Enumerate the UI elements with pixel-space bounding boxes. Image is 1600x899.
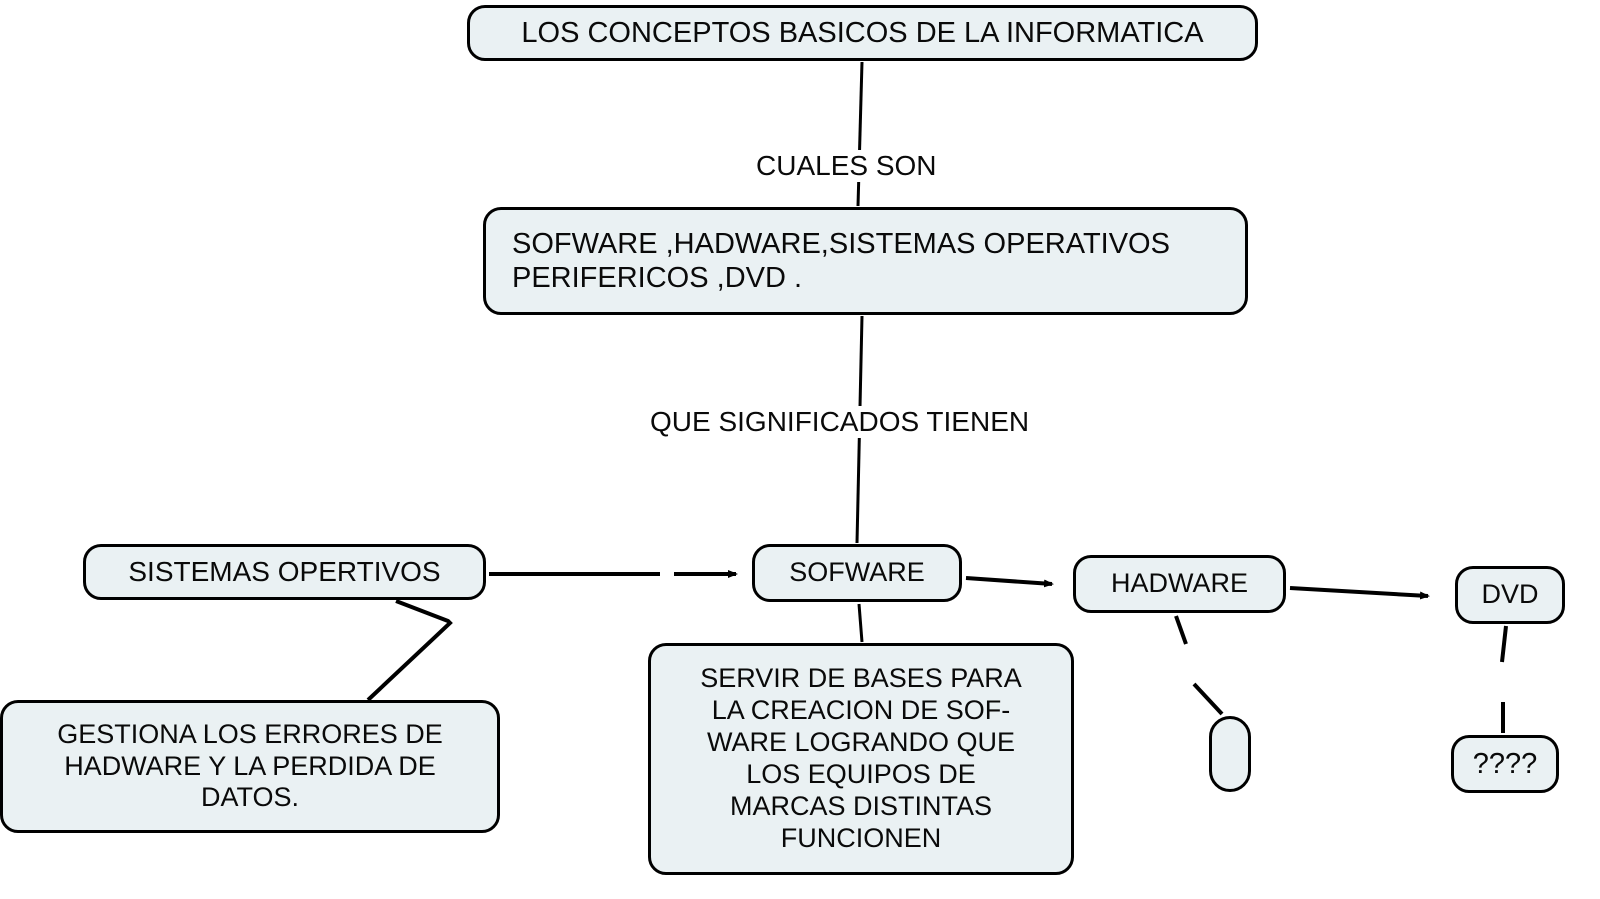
node-sofware[interactable]: SOFWARE bbox=[752, 544, 962, 602]
node-sistemas-opertivos-label: SISTEMAS OPERTIVOS bbox=[128, 556, 441, 588]
node-hadware-label: HADWARE bbox=[1110, 568, 1248, 599]
node-sistemas-opertivos[interactable]: SISTEMAS OPERTIVOS bbox=[83, 544, 486, 600]
edge-label-cuales-son: CUALES SON bbox=[752, 150, 941, 182]
edge-label-que-significados-tienen: QUE SIGNIFICADOS TIENEN bbox=[646, 406, 1034, 438]
edge-root-to-list bbox=[856, 61, 864, 207]
node-root-concept[interactable]: LOS CONCEPTOS BASICOS DE LA INFORMATICA bbox=[467, 5, 1258, 61]
node-dvd[interactable]: DVD bbox=[1455, 566, 1565, 624]
node-sofware-label: SOFWARE bbox=[789, 557, 925, 588]
node-gestiona-errores[interactable]: GESTIONA LOS ERRORES DE HADWARE Y LA PER… bbox=[0, 700, 500, 833]
node-servir-de-bases[interactable]: SERVIR DE BASES PARA LA CREACION DE SOF-… bbox=[648, 643, 1074, 875]
edge-hadware-to-blank-seg2 bbox=[1192, 682, 1224, 716]
node-dvd-label: DVD bbox=[1481, 579, 1539, 610]
node-servir-de-bases-label: SERVIR DE BASES PARA LA CREACION DE SOF-… bbox=[700, 663, 1022, 853]
edge-hadware-to-blank-seg1 bbox=[1174, 615, 1188, 645]
node-root-concept-label: LOS CONCEPTOS BASICOS DE LA INFORMATICA bbox=[521, 16, 1204, 49]
node-hadware[interactable]: HADWARE bbox=[1073, 555, 1286, 613]
node-components-list[interactable]: SOFWARE ,HADWARE,SISTEMAS OPERATIVOS PER… bbox=[483, 207, 1248, 315]
edge-hadware-to-dvd bbox=[1289, 586, 1430, 600]
edge-sofware-to-servir bbox=[857, 603, 864, 643]
node-components-list-label: SOFWARE ,HADWARE,SISTEMAS OPERATIVOS PER… bbox=[512, 227, 1170, 294]
node-empty-placeholder[interactable] bbox=[1209, 716, 1251, 792]
edge-sofware-to-hadware bbox=[965, 576, 1054, 588]
node-gestiona-errores-label: GESTIONA LOS ERRORES DE HADWARE Y LA PER… bbox=[57, 718, 443, 813]
edge-sistemas-to-gestiona bbox=[366, 599, 453, 702]
edge-dvd-to-question-seg1 bbox=[1500, 625, 1508, 663]
node-question-marks-label: ???? bbox=[1472, 747, 1538, 780]
node-question-marks[interactable]: ???? bbox=[1451, 735, 1559, 793]
